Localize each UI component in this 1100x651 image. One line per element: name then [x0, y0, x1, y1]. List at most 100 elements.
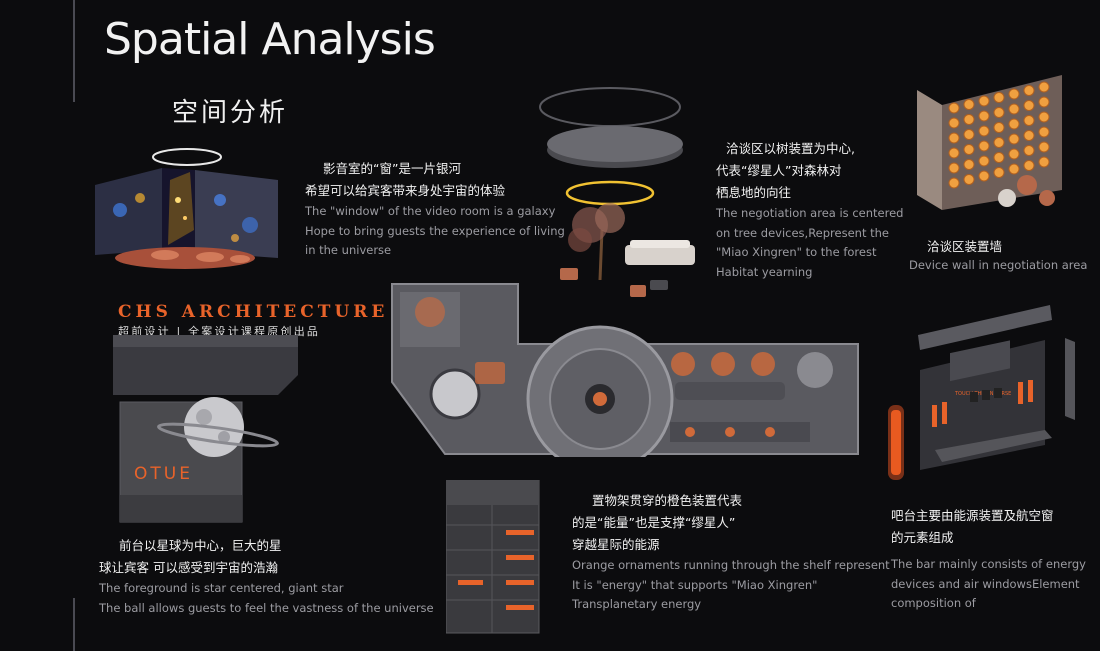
- shelf-en-1: Orange ornaments running through the she…: [572, 558, 890, 572]
- negotiation-en-3: "Miao Xingren" to the forest: [716, 245, 877, 259]
- front-desk-logo: OTUE: [134, 464, 193, 484]
- wall-light: [1038, 81, 1050, 93]
- device-wall-label-cn: 洽谈区装置墙: [927, 239, 1003, 254]
- front-desk-en-2: The ball allows guests to feel the vastn…: [99, 600, 434, 615]
- wall-light: [948, 177, 960, 189]
- wall-light: [1023, 85, 1035, 96]
- wall-light: [993, 92, 1005, 103]
- brand-tagline: 超前设计 | 全案设计课程原创出品: [118, 325, 321, 338]
- video-room-render: [95, 148, 278, 269]
- negotiation-en-2: on tree devices,Represent the: [716, 225, 889, 240]
- shelf-render: [446, 480, 540, 634]
- video-room-en-1: The "window" of the video room is a gala…: [305, 204, 556, 218]
- bar-ceiling-beam: [918, 305, 1052, 350]
- negotiation-cn-1: 洽谈区以树装置为中心,: [726, 141, 855, 156]
- left-divider-bottom: [73, 598, 75, 651]
- video-room-en-2: Hope to bring guests the experience of l…: [305, 223, 565, 238]
- wall-light: [1038, 111, 1050, 123]
- shelf-cn-2: 的是“能量”也是支撑“缪星人”: [572, 515, 736, 530]
- front-desk-cn-2: 球让宾客 可以感受到宇宙的浩瀚: [99, 560, 278, 575]
- bar-cn-2: 的元素组成: [891, 530, 954, 545]
- negotiation-text: 洽谈区以树装置为中心, 代表“缪星人”对森林对 栖息地的向往 The negot…: [716, 138, 903, 282]
- wall-light: [1038, 156, 1050, 168]
- wall-light: [993, 167, 1005, 178]
- wall-light: [1038, 126, 1050, 138]
- wall-light: [1038, 96, 1050, 108]
- wall-light: [978, 95, 990, 107]
- wall-light: [1038, 141, 1050, 153]
- page-title: Spatial Analysis: [104, 14, 436, 65]
- device-wall-label-en: Device wall in negotiation area: [909, 258, 1088, 272]
- bar-en-1: The bar mainly consists of energy: [891, 557, 1086, 571]
- wall-light: [948, 147, 960, 159]
- wall-light: [978, 170, 990, 182]
- halo-ring: [152, 148, 222, 166]
- bar-text: 吧台主要由能源装置及航空窗 的元素组成 The bar mainly consi…: [891, 505, 1086, 614]
- bar-render: TOUCH THE UNIVERSE: [888, 305, 1075, 480]
- wall-light: [993, 122, 1005, 133]
- wall-light: [963, 174, 975, 185]
- wall-light: [1008, 133, 1020, 145]
- wall-light: [948, 162, 960, 174]
- wall-light: [978, 110, 990, 122]
- wall-light: [1023, 130, 1035, 141]
- front-desk-text: 前台以星球为中心，巨大的星 球让宾客 可以感受到宇宙的浩瀚 The foregr…: [99, 535, 434, 618]
- wall-light: [978, 140, 990, 152]
- negotiation-cn-3: 栖息地的向往: [716, 185, 792, 200]
- video-room-floor-seating: [115, 247, 255, 269]
- video-room-left-wall: [95, 168, 162, 255]
- front-desk-render: OTUE: [113, 335, 298, 523]
- video-room-cn-2: 希望可以给宾客带来身处宇宙的体验: [305, 183, 506, 198]
- front-desk-cn-1: 前台以星球为中心，巨大的星: [119, 538, 282, 553]
- wall-light: [963, 114, 975, 125]
- wall-light: [1023, 160, 1035, 171]
- ceiling-block: [113, 335, 298, 395]
- wall-light: [978, 155, 990, 167]
- shelf-cn-1: 置物架贯穿的橙色装置代表: [592, 493, 743, 508]
- shelf-text: 置物架贯穿的橙色装置代表 的是“能量”也是支撑“缪星人” 穿越星际的能源 Ora…: [572, 490, 890, 615]
- wall-light: [948, 132, 960, 144]
- wall-light: [963, 159, 975, 170]
- wall-light: [1008, 163, 1020, 175]
- bar-en-3: composition of: [891, 596, 976, 610]
- wall-light: [1008, 103, 1020, 115]
- wall-light: [993, 137, 1005, 148]
- floor-plan: [391, 283, 859, 457]
- wall-light: [963, 144, 975, 155]
- wall-light: [993, 107, 1005, 118]
- page-subtitle-cn: 空间分析: [172, 98, 289, 128]
- shelf-cn-3: 穿越星际的能源: [572, 537, 660, 552]
- video-room-right-wall: [195, 170, 278, 258]
- wall-light: [1008, 118, 1020, 130]
- negotiation-en-1: The negotiation area is centered: [716, 206, 904, 220]
- planet-ring: [157, 422, 279, 448]
- wall-light: [1023, 100, 1035, 111]
- plan-planet-sphere: [431, 370, 479, 418]
- wall-light: [1008, 88, 1020, 100]
- negotiation-cn-2: 代表“缪星人”对森林对: [716, 163, 842, 178]
- left-divider-top: [73, 0, 75, 102]
- video-room-text: 影音室的“窗”是一片银河 希望可以给宾客带来身处宇宙的体验 The "windo…: [305, 158, 565, 261]
- negotiation-en-4: Habitat yearning: [716, 264, 813, 279]
- wall-light: [1008, 148, 1020, 160]
- wall-light: [948, 117, 960, 129]
- video-room-cn-1: 影音室的“窗”是一片银河: [323, 161, 461, 176]
- wall-light-grid: [948, 81, 1050, 189]
- wall-light: [948, 102, 960, 114]
- shelf-en-2: It is "energy" that supports "Miao Xingr…: [572, 577, 818, 592]
- sofa: [625, 245, 695, 265]
- wall-light: [1023, 145, 1035, 156]
- wall-light: [1023, 115, 1035, 126]
- wall-light: [963, 129, 975, 140]
- wall-light: [993, 152, 1005, 163]
- video-room-en-3: in the universe: [305, 243, 392, 257]
- wall-light: [963, 99, 975, 110]
- orange-ornament: [506, 530, 534, 535]
- brand-name: CHS ARCHITECTURE: [118, 302, 389, 322]
- bar-cn-1: 吧台主要由能源装置及航空窗: [891, 508, 1054, 523]
- front-desk-en-1: The foreground is star centered, giant s…: [99, 581, 344, 595]
- wall-light: [978, 125, 990, 137]
- bar-counter: [935, 430, 1052, 462]
- yellow-ring: [565, 180, 655, 206]
- shelf-en-3: Transplanetary energy: [572, 597, 702, 611]
